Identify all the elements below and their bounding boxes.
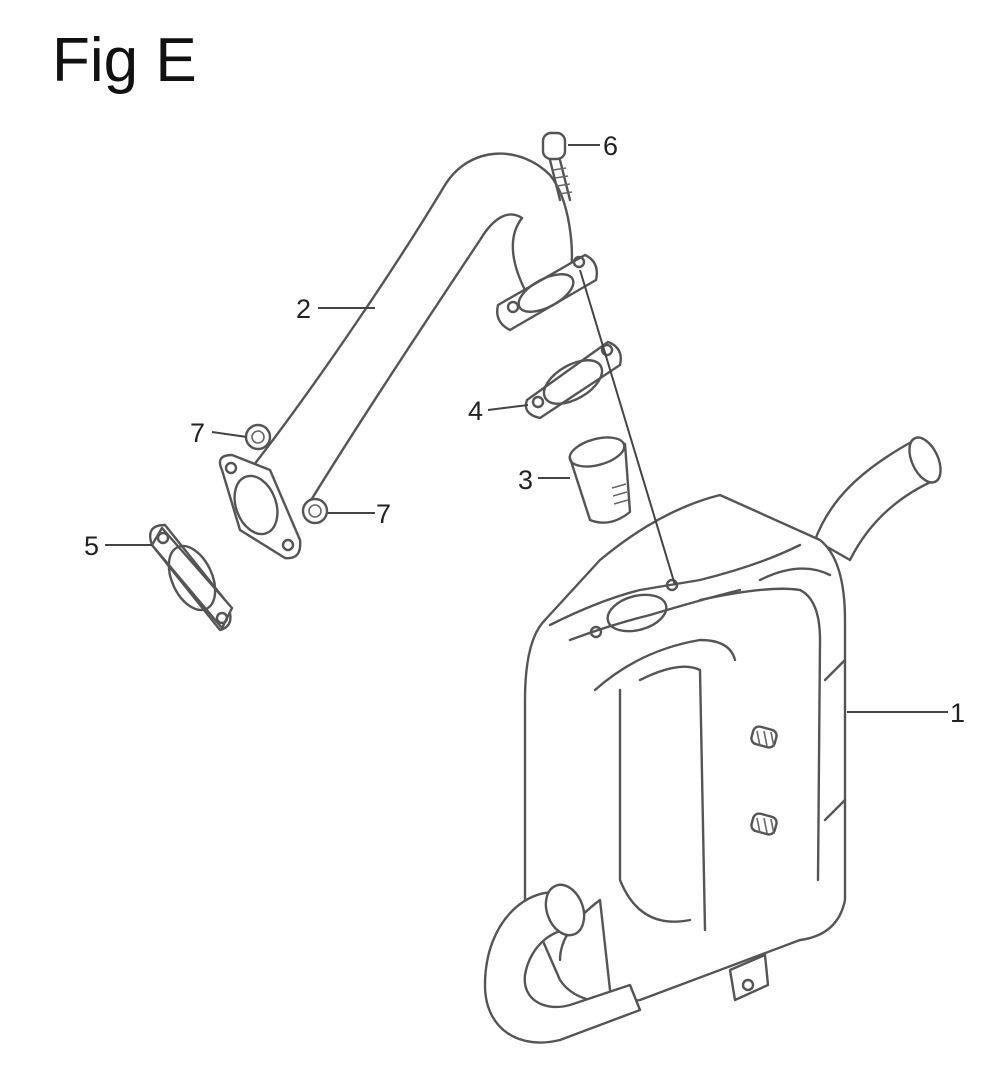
muffler-stud-lower — [750, 812, 778, 836]
leader-7-upper — [211, 431, 248, 438]
nut-upper — [244, 423, 272, 451]
collar — [568, 436, 632, 524]
leader-4 — [487, 404, 529, 411]
muffler-stud-upper — [750, 725, 778, 749]
callout-3: 3 — [518, 465, 533, 495]
callout-5: 5 — [84, 531, 99, 561]
callout-6: 6 — [603, 131, 618, 161]
figure-title: Fig E — [52, 26, 197, 95]
muffler-bracket — [728, 953, 770, 1002]
gasket-lower — [148, 523, 234, 632]
callout-4: 4 — [468, 396, 483, 426]
assembly-axis-line — [579, 269, 676, 586]
callout-1: 1 — [950, 698, 965, 728]
gasket-upper — [524, 340, 622, 420]
exhaust-pipe — [218, 152, 599, 560]
leader-lines — [105, 144, 948, 713]
callout-7-upper: 7 — [190, 418, 205, 448]
callout-2: 2 — [296, 294, 311, 324]
nut-lower — [301, 497, 329, 525]
muffler — [483, 436, 942, 1044]
callout-7-lower: 7 — [376, 499, 391, 529]
bolt — [541, 131, 573, 202]
